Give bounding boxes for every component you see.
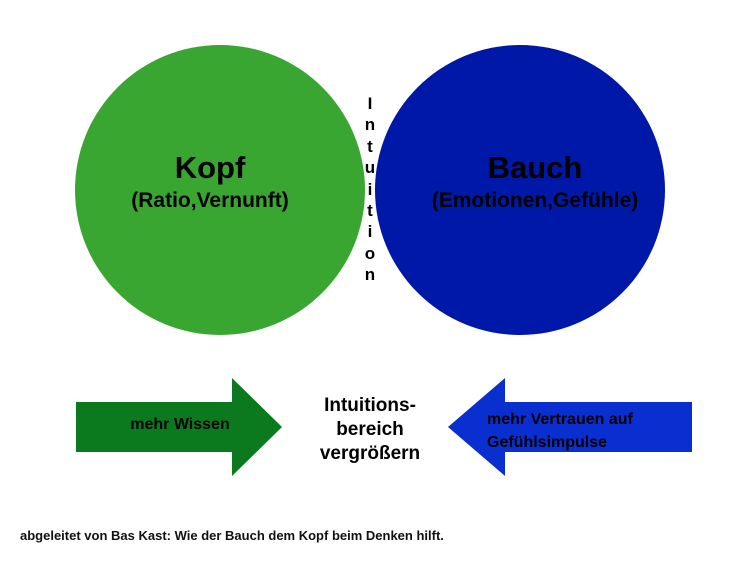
mehr-vertrauen-arrow (448, 378, 692, 476)
kopf-title: Kopf (174, 150, 246, 185)
mehr-vertrauen-label: mehr Vertrauen auf Gefühlsimpulse (487, 411, 633, 451)
mehr-wissen-arrow (76, 378, 282, 476)
kopf-circle (75, 45, 365, 335)
mehr-wissen-label: mehr Wissen (130, 416, 230, 433)
kopf-subtitle: (Ratio,Vernunft) (131, 189, 289, 212)
bauch-title: Bauch (487, 150, 583, 185)
bauch-subtitle: (Emotionen,Gefühle) (431, 189, 639, 212)
source-caption: abgeleitet von Bas Kast: Wie der Bauch d… (20, 528, 444, 543)
intuition-letter: I (367, 94, 373, 113)
intuition-letter: t (367, 136, 373, 156)
intuition-letter: u (364, 158, 376, 178)
intuitionsbereich-text: Intuitions- bereich vergrößern (319, 395, 421, 464)
intuition-letter: n (364, 115, 376, 135)
intuition-letter: i (367, 179, 373, 199)
intuition-letter: n (364, 265, 376, 284)
intuition-label: I n t u i t i o n (358, 95, 382, 283)
bauch-circle (375, 45, 665, 335)
intuition-letter: o (364, 243, 376, 263)
intuition-letter: t (367, 200, 373, 220)
intuition-letter: i (367, 222, 373, 242)
